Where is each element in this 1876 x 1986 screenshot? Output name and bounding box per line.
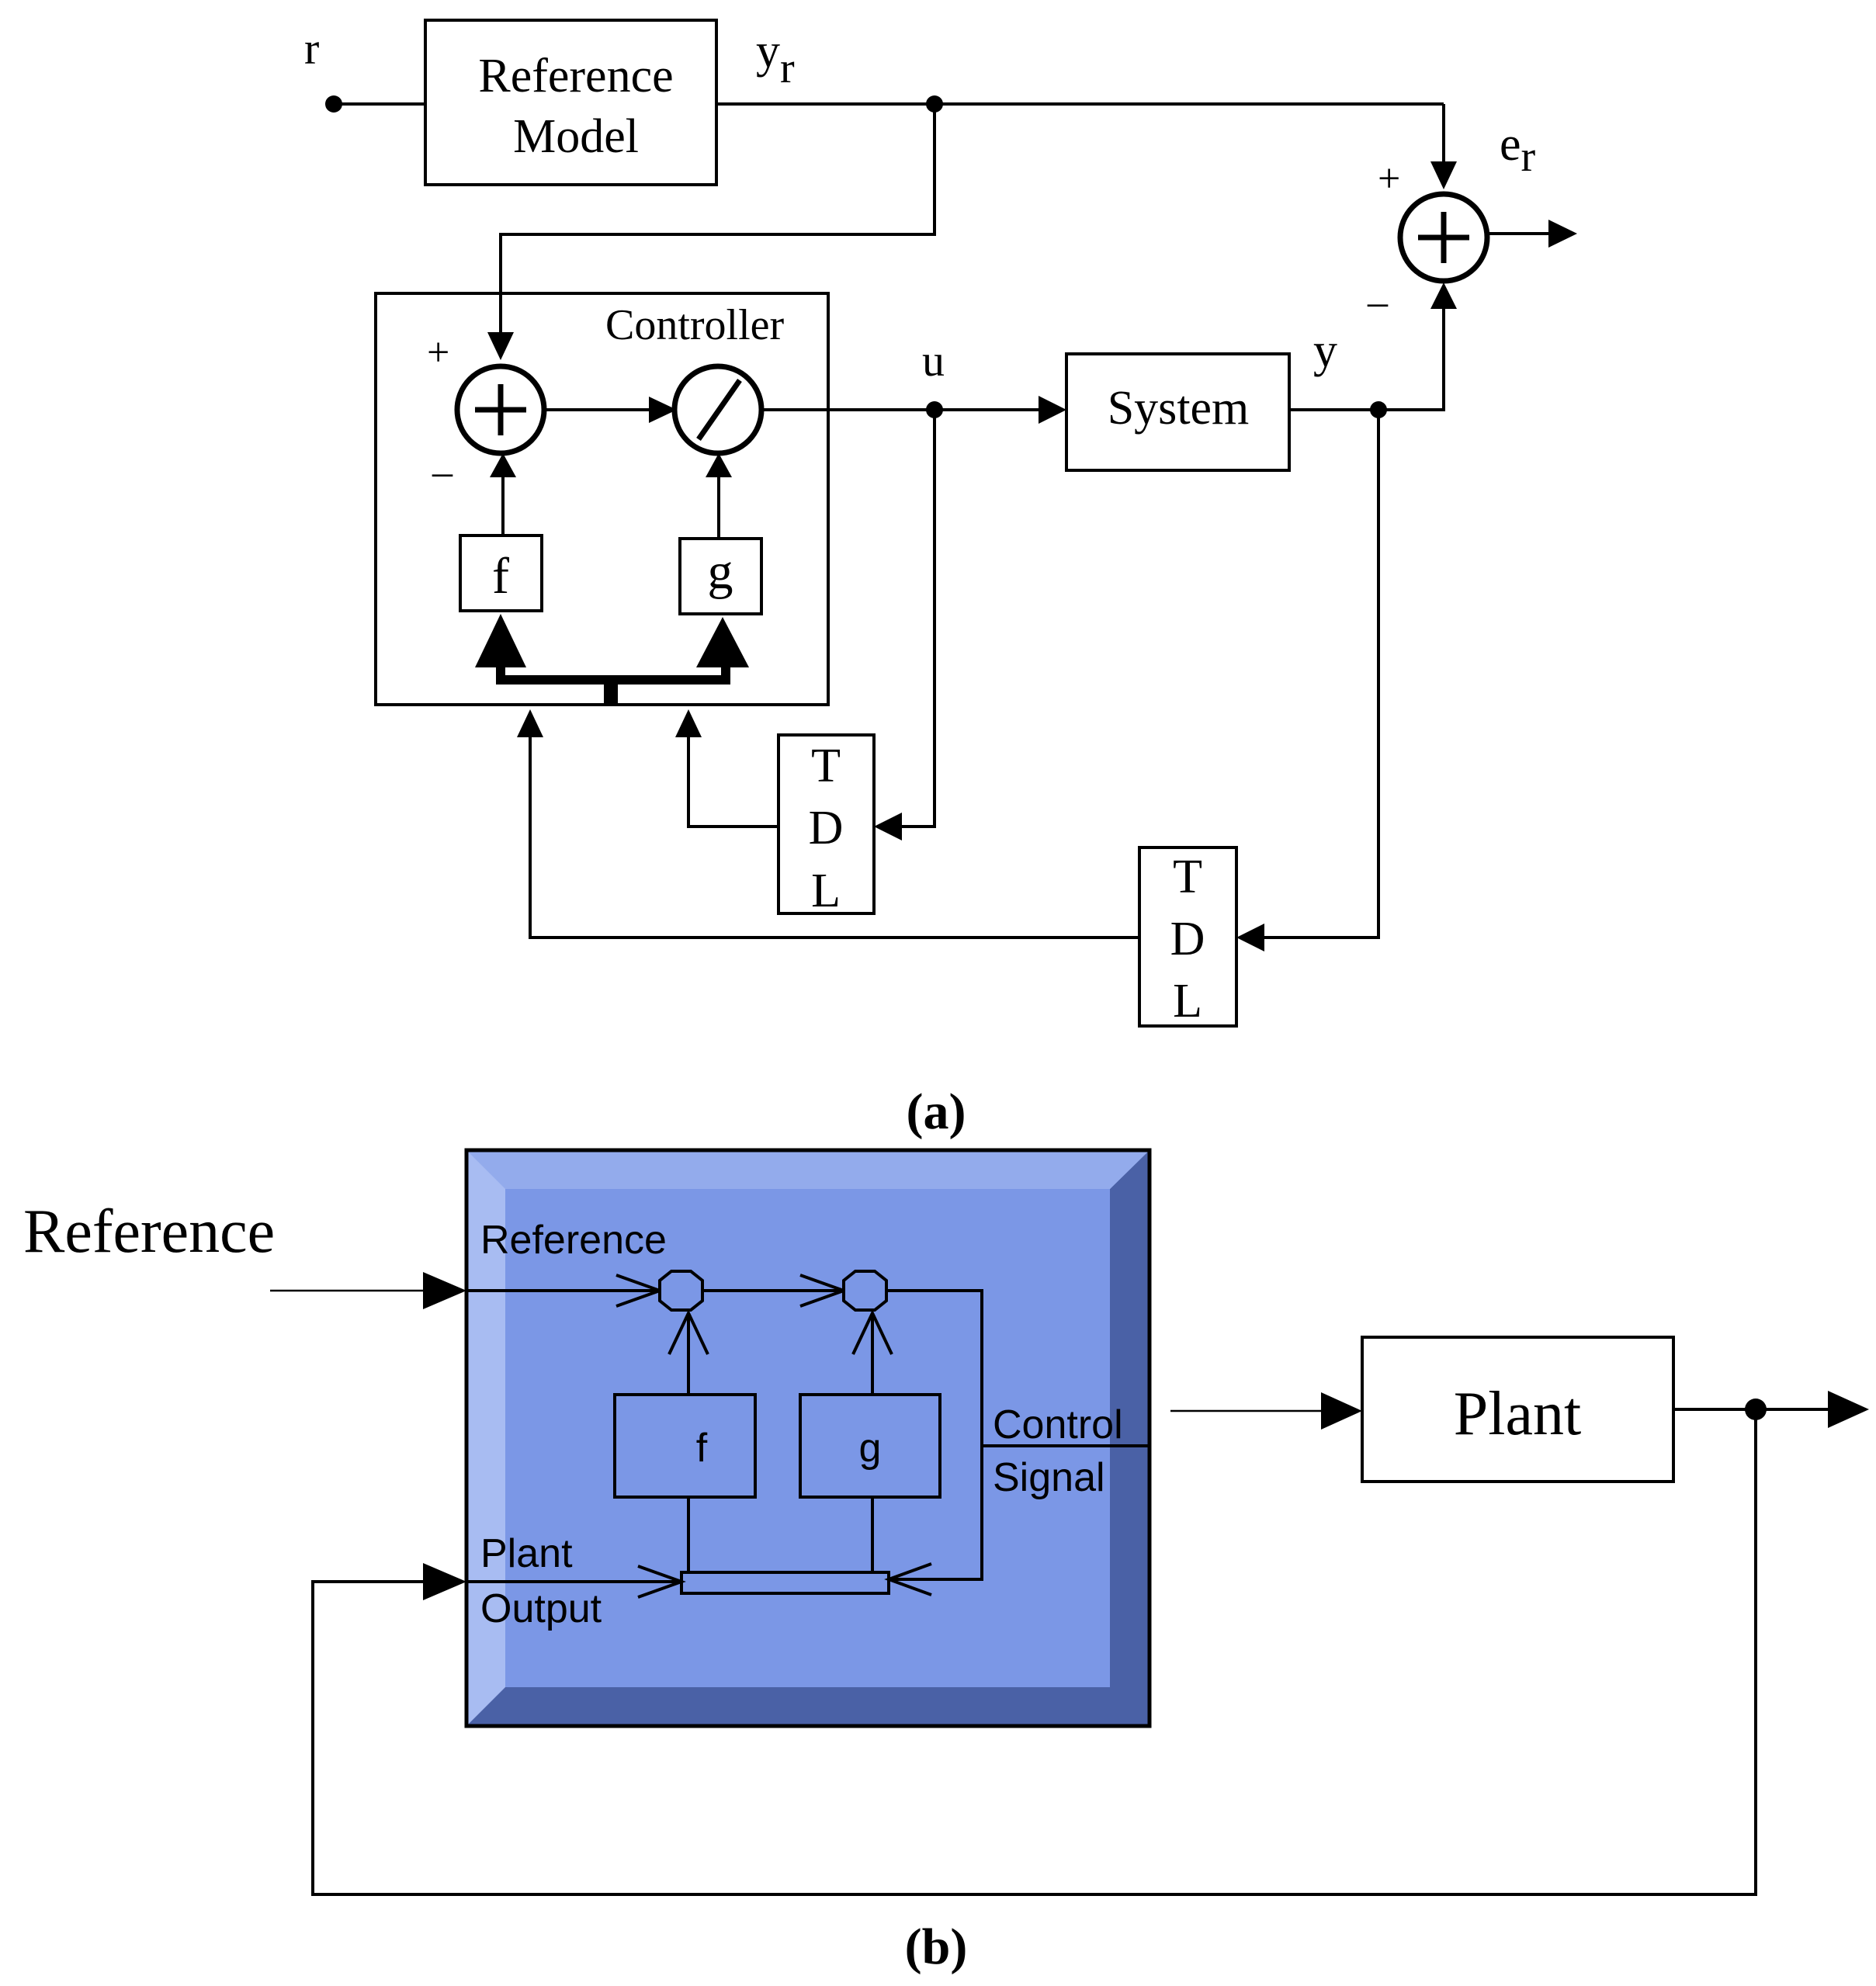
error-sum-minus-sign: – bbox=[1367, 280, 1389, 324]
f-block bbox=[459, 534, 543, 612]
u-label: u bbox=[922, 335, 945, 386]
tdl-y-label-d: D bbox=[1170, 913, 1205, 965]
er-output-arrow bbox=[1548, 220, 1577, 248]
sum-to-divider-arrow bbox=[649, 397, 677, 423]
controller-bus bbox=[496, 667, 730, 685]
yr-to-controller-line bbox=[499, 104, 936, 332]
plant-output-label-2: Output bbox=[480, 1586, 602, 1631]
plant-output-inner-arrowhead bbox=[637, 1565, 686, 1599]
tdl-y-to-controller-line bbox=[529, 737, 1139, 939]
y-to-tdl-line bbox=[1264, 410, 1380, 939]
inner-reference-label: Reference bbox=[480, 1218, 667, 1263]
f-block-label: f bbox=[492, 548, 509, 605]
controller-block-b-outline bbox=[464, 1148, 1152, 1728]
controller-title: Controller bbox=[605, 301, 785, 349]
controller-block bbox=[374, 292, 830, 706]
yr-to-error-sum-arrow bbox=[1430, 161, 1457, 189]
divider-slash bbox=[696, 378, 742, 442]
u-to-tdl-line bbox=[902, 410, 936, 828]
summing-node-2 bbox=[842, 1270, 888, 1312]
bus-to-f-arrow bbox=[475, 614, 526, 667]
reference-model-label-line1: Reference bbox=[478, 50, 673, 102]
bus-to-g-arrow bbox=[696, 617, 749, 667]
tdl-u-to-controller-arrow bbox=[675, 709, 702, 737]
panel-b bbox=[270, 1148, 1869, 1896]
control-to-plant-arrow bbox=[1321, 1392, 1362, 1430]
g-block-label: g bbox=[708, 543, 733, 600]
tdl-u-block bbox=[777, 733, 876, 915]
g-block bbox=[678, 537, 763, 615]
feedback-loop-arrow bbox=[423, 1563, 466, 1600]
panel-b-text: Reference Reference f g Control Signal P… bbox=[23, 1197, 1581, 1975]
tdl-y-to-controller-arrow bbox=[517, 709, 543, 737]
controller-block-b-top-bevel bbox=[466, 1150, 1150, 1189]
panel-a-caption: (a) bbox=[907, 1083, 966, 1140]
r-label: r bbox=[304, 23, 319, 74]
reference-input-arrow bbox=[423, 1272, 466, 1309]
f-b-to-node1-arrowhead bbox=[668, 1309, 709, 1355]
panel-a bbox=[325, 19, 1577, 1028]
controller-block-b-face bbox=[505, 1189, 1110, 1687]
g-b-to-node2-arrowhead bbox=[851, 1309, 893, 1355]
controller-sum-plus-sign: + bbox=[427, 331, 449, 375]
system-label: System bbox=[1108, 382, 1250, 435]
u-to-tdl-arrow bbox=[874, 813, 902, 840]
control-loop-line bbox=[886, 1289, 983, 1581]
u-to-system-arrow bbox=[1039, 396, 1066, 424]
tdl-u-label-t: T bbox=[811, 740, 841, 792]
summing-node-1 bbox=[658, 1270, 704, 1312]
panel-b-caption: (b) bbox=[905, 1918, 968, 1975]
tdl-u-to-controller-line bbox=[687, 737, 778, 828]
control-signal-label-1: Control bbox=[993, 1402, 1123, 1447]
plant-output-arrow bbox=[1828, 1391, 1869, 1428]
error-sum-plus-sign: + bbox=[1378, 157, 1400, 201]
f-to-sum-arrow bbox=[490, 453, 516, 477]
controller-sum-minus-sign: – bbox=[432, 450, 453, 494]
y-to-error-sum-arrow bbox=[1430, 282, 1457, 309]
y-to-tdl-arrow bbox=[1236, 924, 1264, 951]
panel-a-text: r Reference Model yr er + – Controller +… bbox=[304, 23, 1536, 1140]
system-block bbox=[1065, 352, 1291, 472]
f-block-b-label: f bbox=[696, 1426, 708, 1471]
g-block-b bbox=[799, 1393, 941, 1499]
tdl-y-label-l: L bbox=[1173, 975, 1202, 1028]
control-signal-label-2: Signal bbox=[993, 1455, 1105, 1500]
yr-to-controller-arrow bbox=[487, 332, 514, 360]
tdl-u-label-l: L bbox=[811, 865, 841, 917]
y-label: y bbox=[1313, 324, 1337, 377]
g-to-divider-arrow bbox=[706, 453, 732, 477]
yr-label: yr bbox=[756, 25, 795, 92]
tdl-y-label-t: T bbox=[1173, 851, 1202, 903]
reference-model-label-line2: Model bbox=[513, 110, 639, 163]
plant-block bbox=[1361, 1336, 1675, 1483]
feedback-loop-line bbox=[311, 1409, 1757, 1896]
plant-output-label-1: Plant bbox=[480, 1531, 573, 1576]
tdl-u-label-d: D bbox=[809, 802, 844, 854]
f-block-b bbox=[613, 1393, 757, 1499]
reference-label: Reference bbox=[23, 1197, 275, 1266]
er-label: er bbox=[1500, 118, 1536, 181]
g-block-b-label: g bbox=[859, 1426, 882, 1471]
plant-label: Plant bbox=[1454, 1380, 1581, 1448]
y-line bbox=[1289, 309, 1445, 411]
error-summing-junction bbox=[1397, 191, 1490, 284]
